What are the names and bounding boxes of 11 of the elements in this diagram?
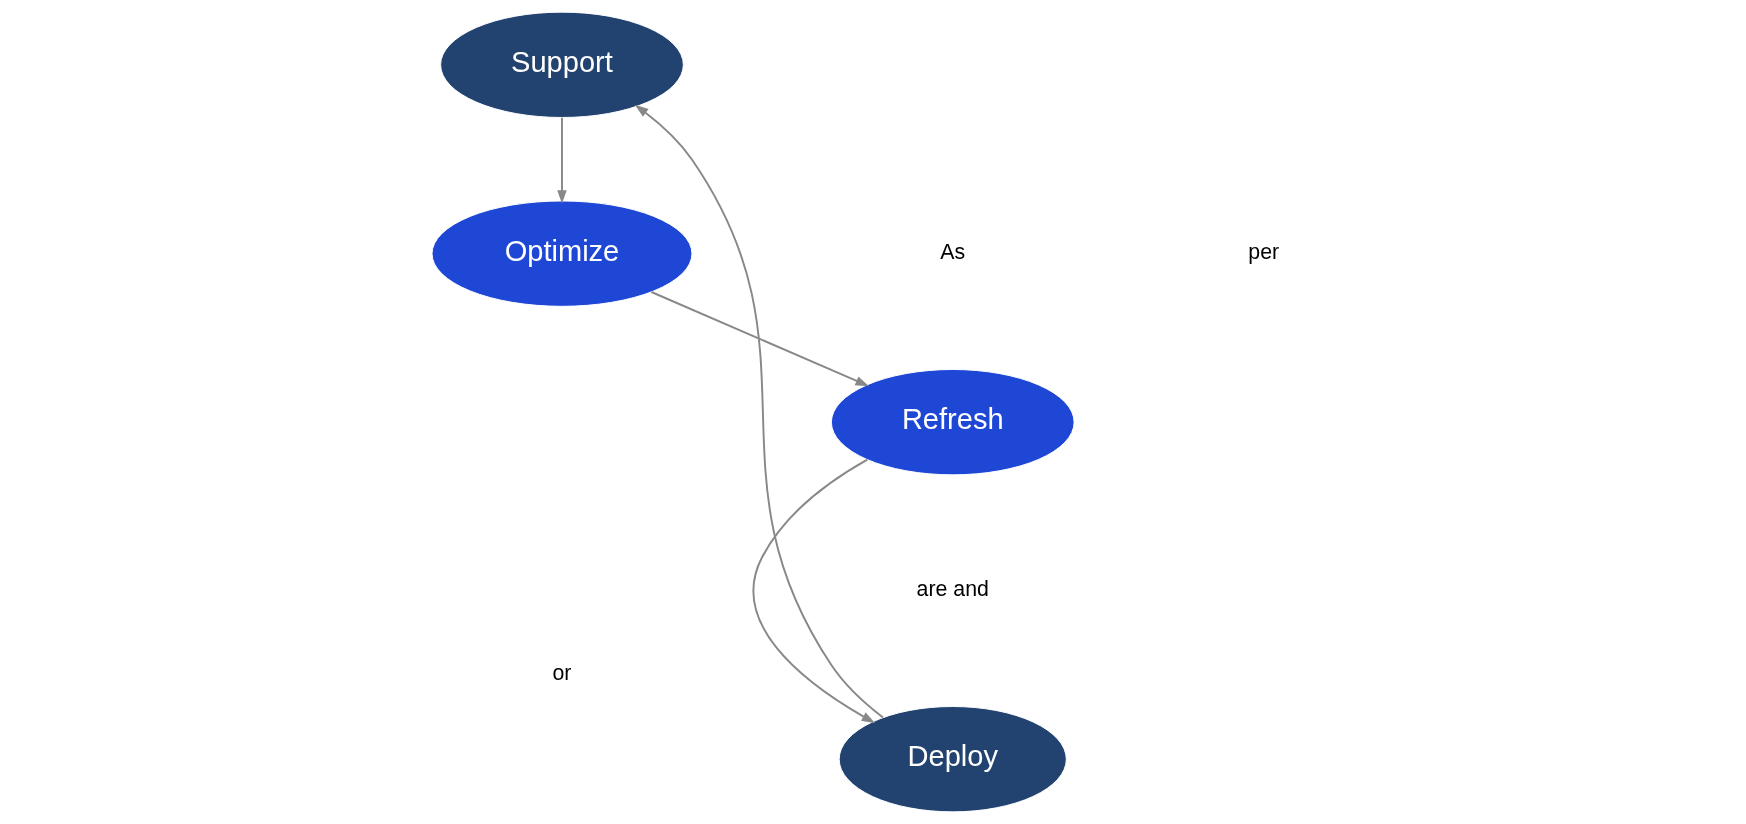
label: As xyxy=(940,240,966,265)
label: per xyxy=(1248,240,1280,265)
arrow xyxy=(634,104,884,719)
label: or xyxy=(552,661,572,686)
node-ellipse: Refresh xyxy=(830,369,1075,476)
arrow xyxy=(650,291,870,387)
label: are and xyxy=(916,577,989,602)
arrow xyxy=(752,458,876,724)
node-ellipse: Deploy xyxy=(838,706,1067,813)
node-ellipse: Optimize xyxy=(431,200,693,307)
arrow xyxy=(557,116,567,204)
